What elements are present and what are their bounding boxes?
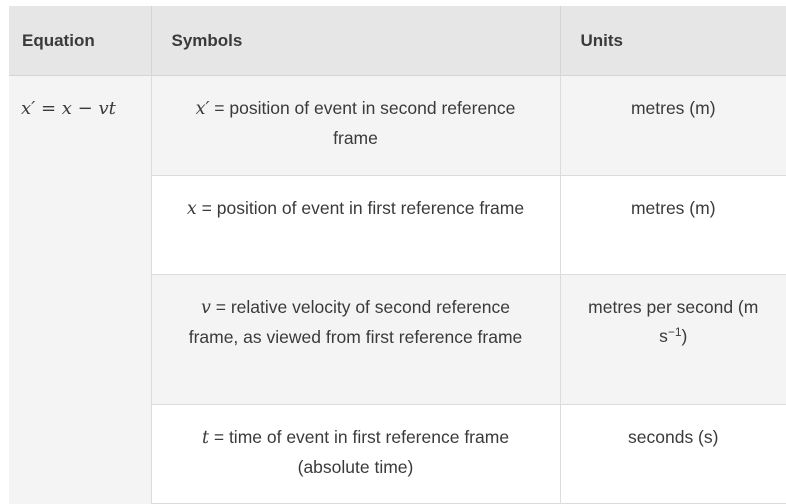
table-row: v = relative velocity of second referenc…	[9, 274, 786, 405]
header-symbols: Symbols	[151, 6, 561, 76]
unit-text: metres per second (m s	[588, 297, 759, 346]
unit-cell: seconds (s)	[560, 404, 786, 504]
symbol-description: = position of event in second reference …	[214, 98, 516, 148]
symbol-description: = time of event in first reference frame…	[213, 427, 510, 477]
symbol-definition: x = position of event in first reference…	[151, 175, 561, 275]
unit-exponent: −1	[667, 325, 682, 339]
header-row: Equation Symbols Units	[9, 6, 786, 76]
symbol-definition: x′ = position of event in second referen…	[151, 75, 561, 176]
header-units: Units	[560, 6, 786, 76]
symbol-variable: t	[201, 428, 209, 448]
table-row: x = position of event in first reference…	[9, 175, 786, 275]
unit-cell: metres (m)	[560, 175, 786, 275]
equation-table: Equation Symbols Units x′ = x − vt x′ = …	[9, 6, 786, 504]
symbol-definition: v = relative velocity of second referenc…	[151, 274, 561, 405]
symbol-variable: x	[186, 199, 197, 219]
unit-suffix: )	[681, 326, 688, 346]
table-row: x′ = x − vt x′ = position of event in se…	[9, 75, 786, 504]
symbol-definition: t = time of event in first reference fra…	[151, 404, 561, 504]
unit-text: seconds (s)	[628, 427, 719, 447]
equation-cell: x′ = x − vt	[9, 75, 152, 504]
symbol-variable: x′	[195, 99, 210, 119]
unit-cell: metres (m)	[560, 75, 786, 176]
header-equation: Equation	[9, 6, 152, 76]
symbol-variable: v	[200, 298, 211, 318]
unit-cell: metres per second (m s−1)	[560, 274, 786, 405]
symbol-description: = relative velocity of second reference …	[188, 297, 523, 347]
symbol-description: = position of event in first reference f…	[201, 198, 525, 218]
table-row: t = time of event in first reference fra…	[9, 404, 786, 504]
unit-text: metres (m)	[630, 198, 716, 218]
unit-text: metres (m)	[630, 98, 716, 118]
